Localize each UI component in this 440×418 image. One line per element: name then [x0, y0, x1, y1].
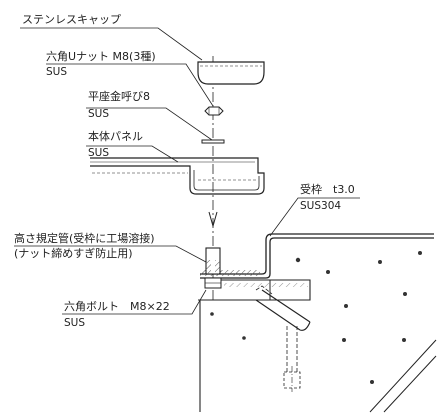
- label-hex-u-nut-material: SUS: [46, 66, 67, 78]
- diagonal-rod: [255, 285, 311, 331]
- height-tube: [205, 247, 221, 275]
- label-washer-material: SUS: [88, 108, 109, 120]
- label-body-panel-material: SUS: [88, 147, 109, 159]
- label-receiving-frame: 受枠 t3.0: [300, 182, 355, 196]
- label-receiving-frame-material: SUS304: [300, 200, 341, 212]
- label-stainless-cap: ステンレスキャップ: [22, 13, 121, 26]
- body-panel: [90, 157, 265, 195]
- hex-u-nut: [204, 106, 224, 116]
- label-height-tube: 高さ規定管(受枠に工場溶接): [14, 231, 155, 245]
- label-body-panel: 本体パネル: [88, 129, 143, 143]
- concrete-aggregate: [210, 251, 422, 384]
- floor-break-lines: [369, 339, 437, 413]
- bracket-plate: [221, 279, 311, 301]
- anchor-bolt: [283, 326, 301, 392]
- hex-bolt: [204, 277, 222, 289]
- insert-arrow: [208, 211, 218, 228]
- leader-lines: [14, 27, 360, 315]
- label-height-tube-note: (ナット締めすぎ防止用): [14, 246, 133, 260]
- flat-washer: [201, 139, 225, 144]
- base-structure: [198, 280, 271, 412]
- label-hex-bolt-material: SUS: [64, 317, 85, 329]
- stainless-cap: [197, 61, 265, 85]
- label-washer: 平座金呼び8: [88, 89, 150, 103]
- label-hex-u-nut: 六角Uナット M8(3種): [46, 49, 156, 63]
- label-hex-bolt: 六角ボルト M8×22: [64, 300, 170, 313]
- receiving-frame: [200, 233, 434, 279]
